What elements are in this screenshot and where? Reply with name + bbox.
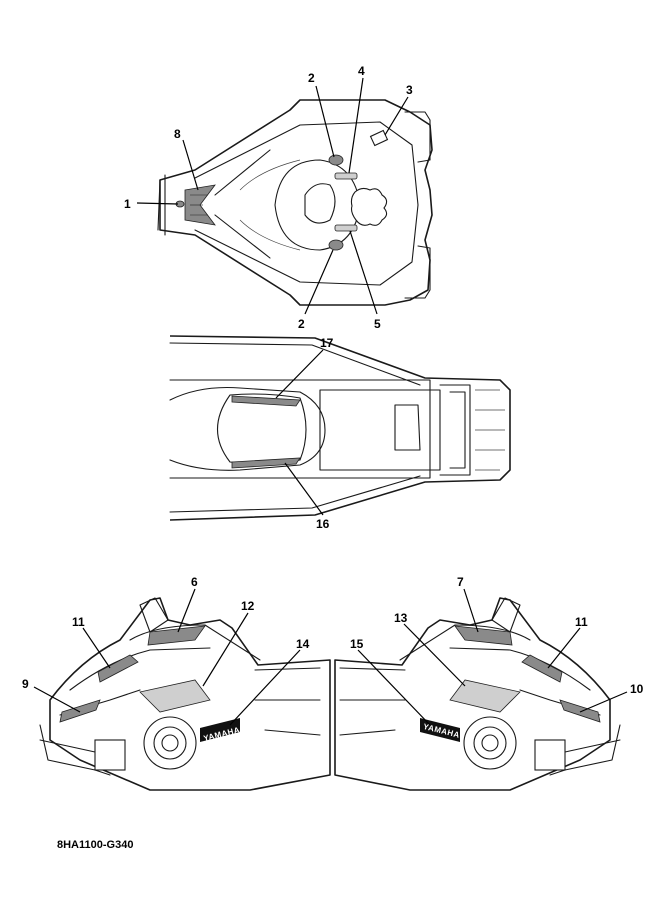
callout-numbers: 1 8 2 4 3 2 5 17 16 6 12 11 9 14 7 13 11… xyxy=(22,64,644,696)
diagram-code: 8HA1100-G340 xyxy=(57,839,134,851)
callout-6: 6 xyxy=(191,575,198,589)
callout-14: 14 xyxy=(296,637,310,651)
callout-2-top: 2 xyxy=(308,71,315,85)
callout-12: 12 xyxy=(241,599,255,613)
leader-lines xyxy=(33,77,628,726)
callout-4: 4 xyxy=(358,64,365,78)
callout-8: 8 xyxy=(174,127,181,141)
top-view xyxy=(157,99,433,306)
callout-10: 10 xyxy=(630,682,644,696)
callout-2-bottom: 2 xyxy=(298,317,305,331)
callout-16: 16 xyxy=(316,517,330,531)
callout-11-left: 11 xyxy=(72,615,85,629)
storage-view xyxy=(169,335,511,521)
callout-3: 3 xyxy=(406,83,413,97)
left-side-view: YAMAHA xyxy=(39,597,331,791)
callout-7: 7 xyxy=(457,575,464,589)
callout-9: 9 xyxy=(22,677,29,691)
right-side-view: YAMAHA xyxy=(334,597,621,791)
callout-5: 5 xyxy=(374,317,381,331)
callout-15: 15 xyxy=(350,637,364,651)
callout-11-right: 11 xyxy=(575,615,588,629)
callout-17: 17 xyxy=(320,336,334,350)
callout-13: 13 xyxy=(394,611,408,625)
callout-1: 1 xyxy=(124,197,131,211)
